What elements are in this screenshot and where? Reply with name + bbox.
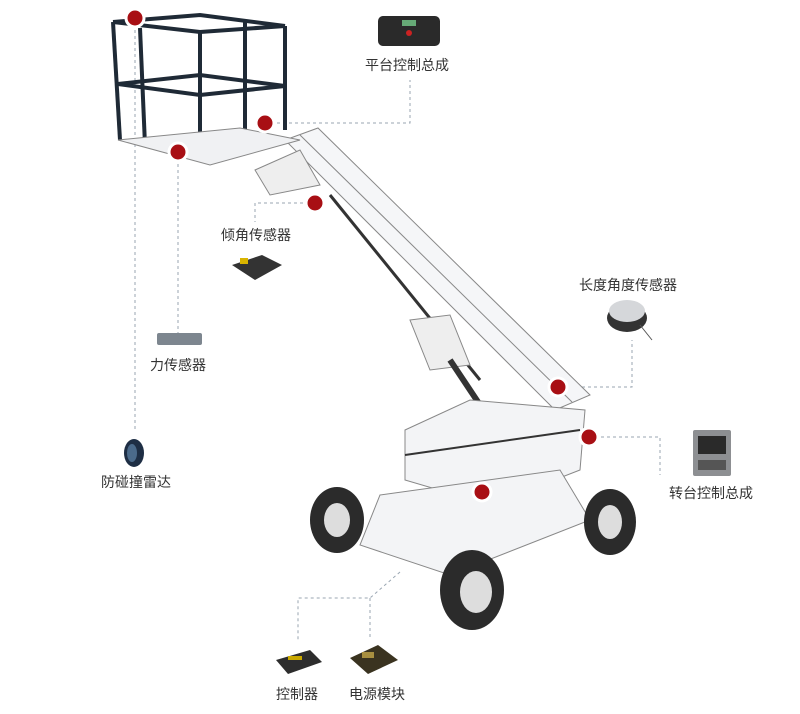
power-module-icon <box>350 645 398 674</box>
markers <box>124 7 600 503</box>
label-controller: 控制器 <box>276 687 318 703</box>
label-force-sensor: 力传感器 <box>150 358 206 374</box>
leader-platform-control <box>265 80 411 124</box>
turntable-body <box>359 399 591 576</box>
cable-reel-sensor-icon <box>607 300 653 341</box>
marker-radar <box>124 7 146 29</box>
marker-turntable <box>578 426 600 448</box>
leader-turntable <box>589 436 661 475</box>
label-platform-control: 平台控制总成 <box>365 58 449 74</box>
radar-icon <box>124 439 144 467</box>
marker-platform-control <box>254 112 276 134</box>
controller-box-icon <box>276 650 322 674</box>
label-power-module: 电源模块 <box>349 687 405 703</box>
control-panel-icon <box>378 16 440 46</box>
label-turntable-control: 转台控制总成 <box>669 486 753 502</box>
marker-tilt-sensor <box>304 192 326 214</box>
leader-length-angle <box>558 340 633 388</box>
leader-controller <box>297 571 401 640</box>
marker-length-angle <box>547 376 569 398</box>
boom <box>254 127 591 422</box>
marker-controller <box>471 481 493 503</box>
label-length-angle-sensor: 长度角度传感器 <box>579 278 677 294</box>
wheels <box>310 487 636 630</box>
display-controller-icon <box>693 430 731 476</box>
label-tilt-sensor: 倾角传感器 <box>221 228 291 244</box>
label-radar: 防碰撞雷达 <box>101 475 171 491</box>
leader-tilt-sensor <box>254 202 315 222</box>
load-cell-icon <box>157 333 202 345</box>
marker-force-sensor <box>167 141 189 163</box>
tilt-sensor-icon <box>232 255 282 280</box>
